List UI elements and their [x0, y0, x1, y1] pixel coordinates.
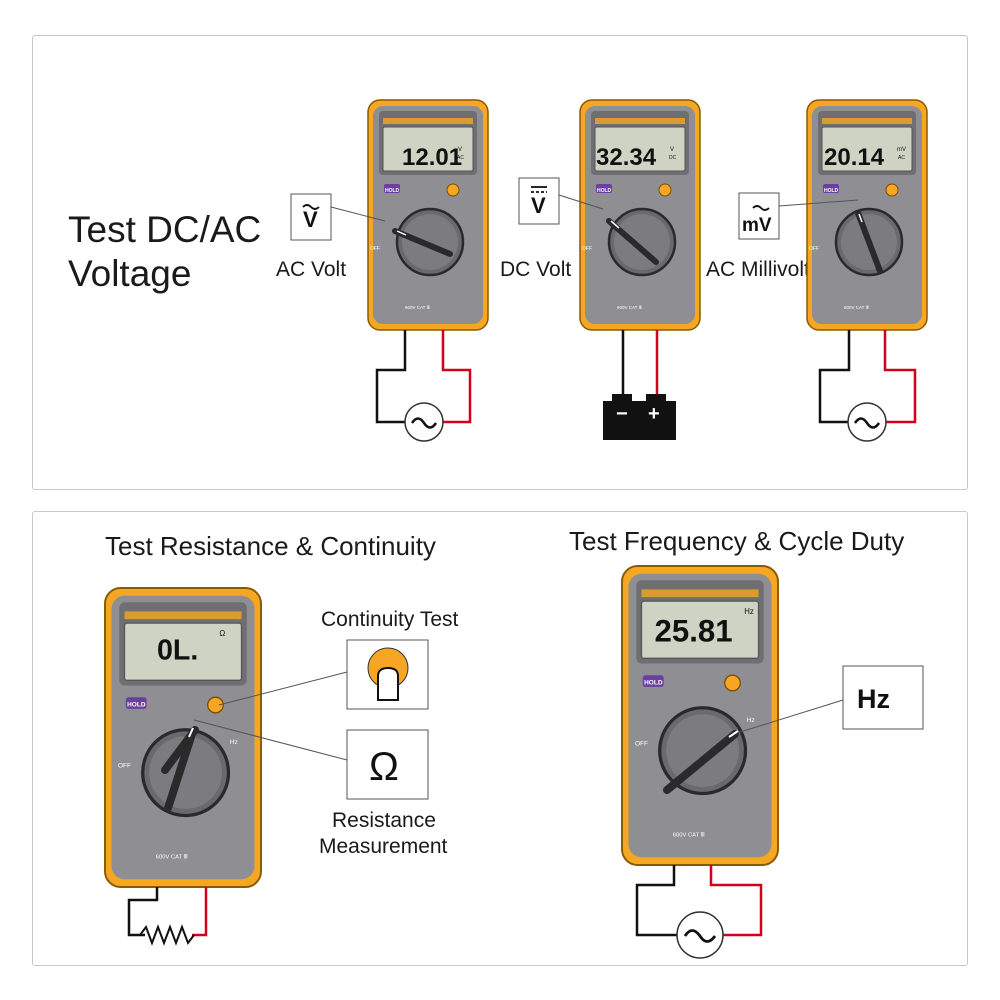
reading-dc-volt: 32.34: [596, 144, 657, 171]
resistance-label-line2: Measurement: [319, 835, 448, 858]
off-label: OFF: [635, 740, 648, 747]
reading-ac-volt: 12.01: [402, 144, 462, 171]
red-probe-wire: [192, 887, 208, 937]
cat-label: 600V CAT Ⅲ: [156, 854, 188, 860]
ac-tilde-icon: [752, 205, 770, 211]
off-label: OFF: [582, 246, 592, 252]
reading-frequency: 25.81: [655, 613, 733, 648]
resistor-icon: [139, 924, 195, 946]
hold-label: HOLD: [644, 679, 663, 686]
unit-dc-volt-2: DC: [669, 155, 677, 161]
multimeter-dc-volt: 32.34 V DC HOLD OFF 600V CAT Ⅲ: [578, 98, 702, 332]
dial-pointer: [855, 210, 883, 274]
callout-line: [558, 194, 604, 210]
unit-ac-volt-2: AC: [457, 155, 464, 161]
voltage-title-line2: Voltage: [68, 253, 192, 294]
dc-volt-callout: [518, 177, 560, 225]
red-probe-wire: [441, 330, 472, 424]
ac-tilde-icon: [302, 204, 320, 210]
hold-label: HOLD: [597, 188, 612, 194]
dial-indicator: [858, 213, 863, 223]
resistance-callout: [346, 729, 429, 800]
battery-icon: − +: [603, 394, 676, 440]
ac-millivolt-symbol: mV: [742, 215, 772, 236]
off-label: OFF: [809, 246, 819, 252]
reading-resistance: 0L.: [157, 635, 198, 667]
unit-ac-millivolt-2: AC: [898, 155, 905, 161]
frequency-title: Test Frequency & Cycle Duty: [569, 526, 905, 556]
sine-wave-icon: [683, 929, 717, 943]
callout-line: [778, 199, 859, 207]
hz-label: Hz: [747, 717, 755, 724]
resistance-label-line1: Resistance: [332, 809, 436, 832]
battery-minus: −: [616, 403, 628, 425]
unit-dc-volt-1: V: [670, 147, 674, 153]
red-probe-wire: [709, 865, 763, 937]
multimeter-ac-millivolt: 20.14 mV AC HOLD OFF 600V CAT Ⅲ: [805, 98, 929, 332]
multimeter-resistance: 0L. Ω HOLD OFF Hz 600V CAT Ⅲ: [103, 586, 263, 889]
unit-frequency: Hz: [744, 607, 754, 616]
callout-line: [193, 719, 348, 761]
finger-press-icon: [377, 666, 399, 701]
cat-label: 600V CAT Ⅲ: [617, 305, 642, 310]
hz-callout: [842, 665, 924, 730]
dial-indicator: [396, 230, 407, 236]
dc-volt-symbol: V: [531, 193, 546, 218]
resistance-title: Test Resistance & Continuity: [105, 531, 436, 561]
hold-label: HOLD: [127, 701, 146, 708]
hold-label: HOLD: [824, 188, 839, 194]
off-label: OFF: [370, 246, 380, 252]
multimeter-frequency: 25.81 Hz HOLD OFF Hz 600V CAT Ⅲ: [620, 564, 780, 867]
dial-pointer: [663, 730, 739, 794]
hz-label: Hz: [230, 739, 238, 746]
callout-line: [736, 699, 844, 734]
continuity-test-label: Continuity Test: [321, 608, 459, 631]
black-probe-wire: [635, 865, 682, 937]
red-probe-wire: [883, 330, 917, 424]
multimeter-ac-volt: 12.01 V AC HOLD OFF 600V CAT Ⅲ: [366, 98, 490, 332]
cat-label: 600V CAT Ⅲ: [844, 305, 869, 310]
hz-symbol: Hz: [857, 684, 890, 714]
ohm-symbol: Ω: [369, 745, 399, 789]
dial-indicator: [728, 730, 739, 738]
unit-resistance: Ω: [219, 629, 225, 638]
black-probe-wire: [127, 887, 159, 937]
cat-label: 600V CAT Ⅲ: [673, 832, 705, 838]
cat-label: 600V CAT Ⅲ: [405, 305, 430, 310]
ac-volt-symbol: V: [303, 207, 318, 232]
dial-indicator: [610, 220, 620, 229]
ac-volt-label: AC Volt: [276, 258, 347, 281]
unit-ac-millivolt-1: mV: [897, 147, 906, 153]
ac-millivolt-callout: [738, 192, 780, 240]
sine-wave-icon: [853, 417, 881, 429]
callout-line: [330, 206, 386, 222]
dial-indicator: [188, 727, 194, 738]
dial-pointer: [606, 218, 659, 265]
unit-ac-volt-1: V: [458, 147, 462, 153]
ac-millivolt-label: AC Millivolt: [706, 258, 810, 281]
ac-volt-callout: [290, 193, 332, 241]
sine-wave-icon: [410, 417, 438, 429]
dc-volt-label: DC Volt: [500, 258, 572, 281]
callout-line: [218, 671, 348, 706]
voltage-title-line1: Test DC/AC: [68, 209, 262, 250]
reading-ac-millivolt: 20.14: [824, 144, 885, 171]
black-probe-wire: [818, 330, 851, 424]
off-label: OFF: [118, 762, 131, 769]
hold-label: HOLD: [385, 188, 400, 194]
battery-plus: +: [648, 403, 660, 425]
black-probe-wire: [375, 330, 407, 424]
